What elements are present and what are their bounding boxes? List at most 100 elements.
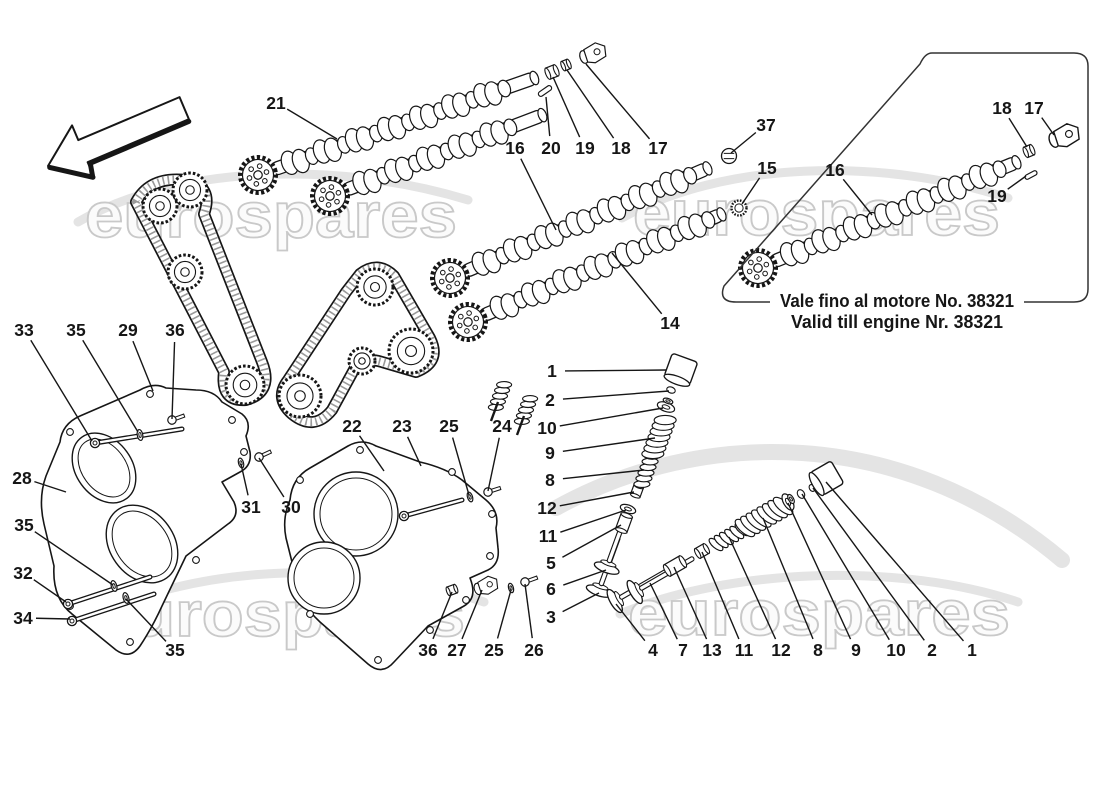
callout-number: 7 (678, 640, 688, 660)
callout-leader (496, 589, 512, 639)
callout-21: 21 (266, 93, 338, 140)
callout-number: 25 (439, 416, 459, 436)
cam-pulley-ghost (171, 171, 209, 209)
callout-10: 10 (537, 407, 664, 438)
callout-number: 9 (545, 443, 555, 463)
callout-17: 17 (1024, 98, 1055, 136)
callout-leader (566, 69, 615, 139)
callout-28: 28 (12, 468, 67, 493)
cotter-2 (666, 386, 676, 394)
callout-leader (1008, 117, 1028, 148)
callout-leader (842, 178, 873, 216)
callout-number: 18 (992, 98, 1012, 118)
callout-leader (564, 369, 667, 372)
callout-6: 6 (546, 569, 607, 599)
callout-leader (559, 407, 664, 427)
callout-9: 9 (545, 437, 656, 463)
note-line-english: Valid till engine Nr. 38321 (791, 311, 1003, 332)
support-bracket-27 (473, 575, 499, 596)
callout-leader (701, 551, 740, 640)
callout-leader (562, 469, 645, 480)
ghost-valve-stem (489, 401, 500, 422)
callout-9: 9 (787, 502, 861, 660)
crank-sprocket-ghost (224, 364, 266, 406)
callout-number: 32 (13, 563, 33, 583)
watermark-swoosh (548, 443, 1070, 568)
ghost-spring (487, 380, 513, 412)
callout-number: 18 (611, 138, 631, 158)
callout-leader (258, 457, 285, 498)
validity-note-box (721, 52, 1089, 303)
callout-number: 8 (813, 640, 823, 660)
cam-pulley-ghost (141, 187, 179, 225)
callout-2: 2 (812, 487, 937, 660)
callout-number: 9 (851, 640, 861, 660)
callout-leader (1041, 117, 1055, 136)
cover-screw-30 (254, 449, 273, 462)
callout-leader (487, 437, 500, 492)
callout-leader (34, 480, 67, 493)
callout-number: 12 (771, 640, 791, 660)
callout-37: 37 (730, 115, 776, 154)
callout-8: 8 (762, 517, 823, 660)
ghost-valve-stem (515, 415, 526, 436)
key-19 (1024, 170, 1038, 180)
note-text-mask (770, 291, 1024, 313)
callout-13: 13 (673, 566, 722, 660)
callout-leader (562, 437, 656, 452)
callout-11: 11 (701, 551, 754, 660)
callout-18: 18 (992, 98, 1028, 148)
end-bracket-17 (579, 42, 607, 64)
callout-number: 19 (575, 138, 595, 158)
callout-leader (812, 487, 925, 641)
cover-boss-36 (445, 583, 459, 597)
cam-pulley-ghost (355, 267, 395, 307)
spacer-18 (1022, 143, 1036, 159)
callout-15: 15 (741, 158, 777, 205)
watermark-swoosh (615, 570, 1023, 619)
callout-leader (33, 579, 67, 603)
callout-leader (563, 569, 607, 586)
callout-leader (1007, 175, 1027, 190)
callout-number: 8 (545, 470, 555, 490)
callout-number: 26 (524, 640, 544, 660)
callout-25: 25 (484, 589, 512, 660)
callout-30: 30 (258, 457, 301, 517)
stud-washer-35 (110, 580, 118, 592)
callout-34: 34 (13, 608, 71, 628)
callout-4: 4 (615, 603, 658, 660)
callout-8: 8 (545, 469, 645, 490)
inner-spring-8 (633, 451, 661, 489)
valve-assembly-exploded-2 (606, 461, 844, 614)
callout-number: 2 (927, 640, 937, 660)
callout-number: 29 (118, 320, 138, 340)
callout-leader (132, 340, 154, 392)
callout-17: 17 (585, 63, 668, 158)
callout-35: 35 (125, 598, 185, 660)
callout-number: 17 (648, 138, 667, 158)
callout-leader (545, 96, 551, 137)
callout-16: 16 (505, 138, 557, 231)
callout-number: 37 (756, 115, 775, 135)
callout-leader (741, 177, 761, 205)
callout-3: 3 (546, 592, 600, 627)
key-20 (537, 85, 553, 97)
callout-number: 1 (547, 361, 557, 381)
callout-leader (34, 531, 114, 586)
camshaft-21 (238, 70, 540, 195)
callout-16: 16 (825, 160, 873, 216)
watermark-logo-3: eurospares (628, 577, 1010, 649)
callout-leader (240, 463, 249, 496)
callout-leader (730, 131, 757, 154)
callout-leader (406, 436, 422, 467)
callout-24: 24 (487, 416, 512, 492)
callout-number: 10 (537, 418, 557, 438)
bracket-washer-25 (507, 582, 515, 594)
tensioner-idler (347, 346, 377, 376)
callout-1: 1 (825, 481, 977, 660)
note-line-italian: Vale fino al motore No. 38321 (780, 290, 1014, 311)
callout-number: 16 (825, 160, 845, 180)
callout-5: 5 (546, 524, 622, 573)
